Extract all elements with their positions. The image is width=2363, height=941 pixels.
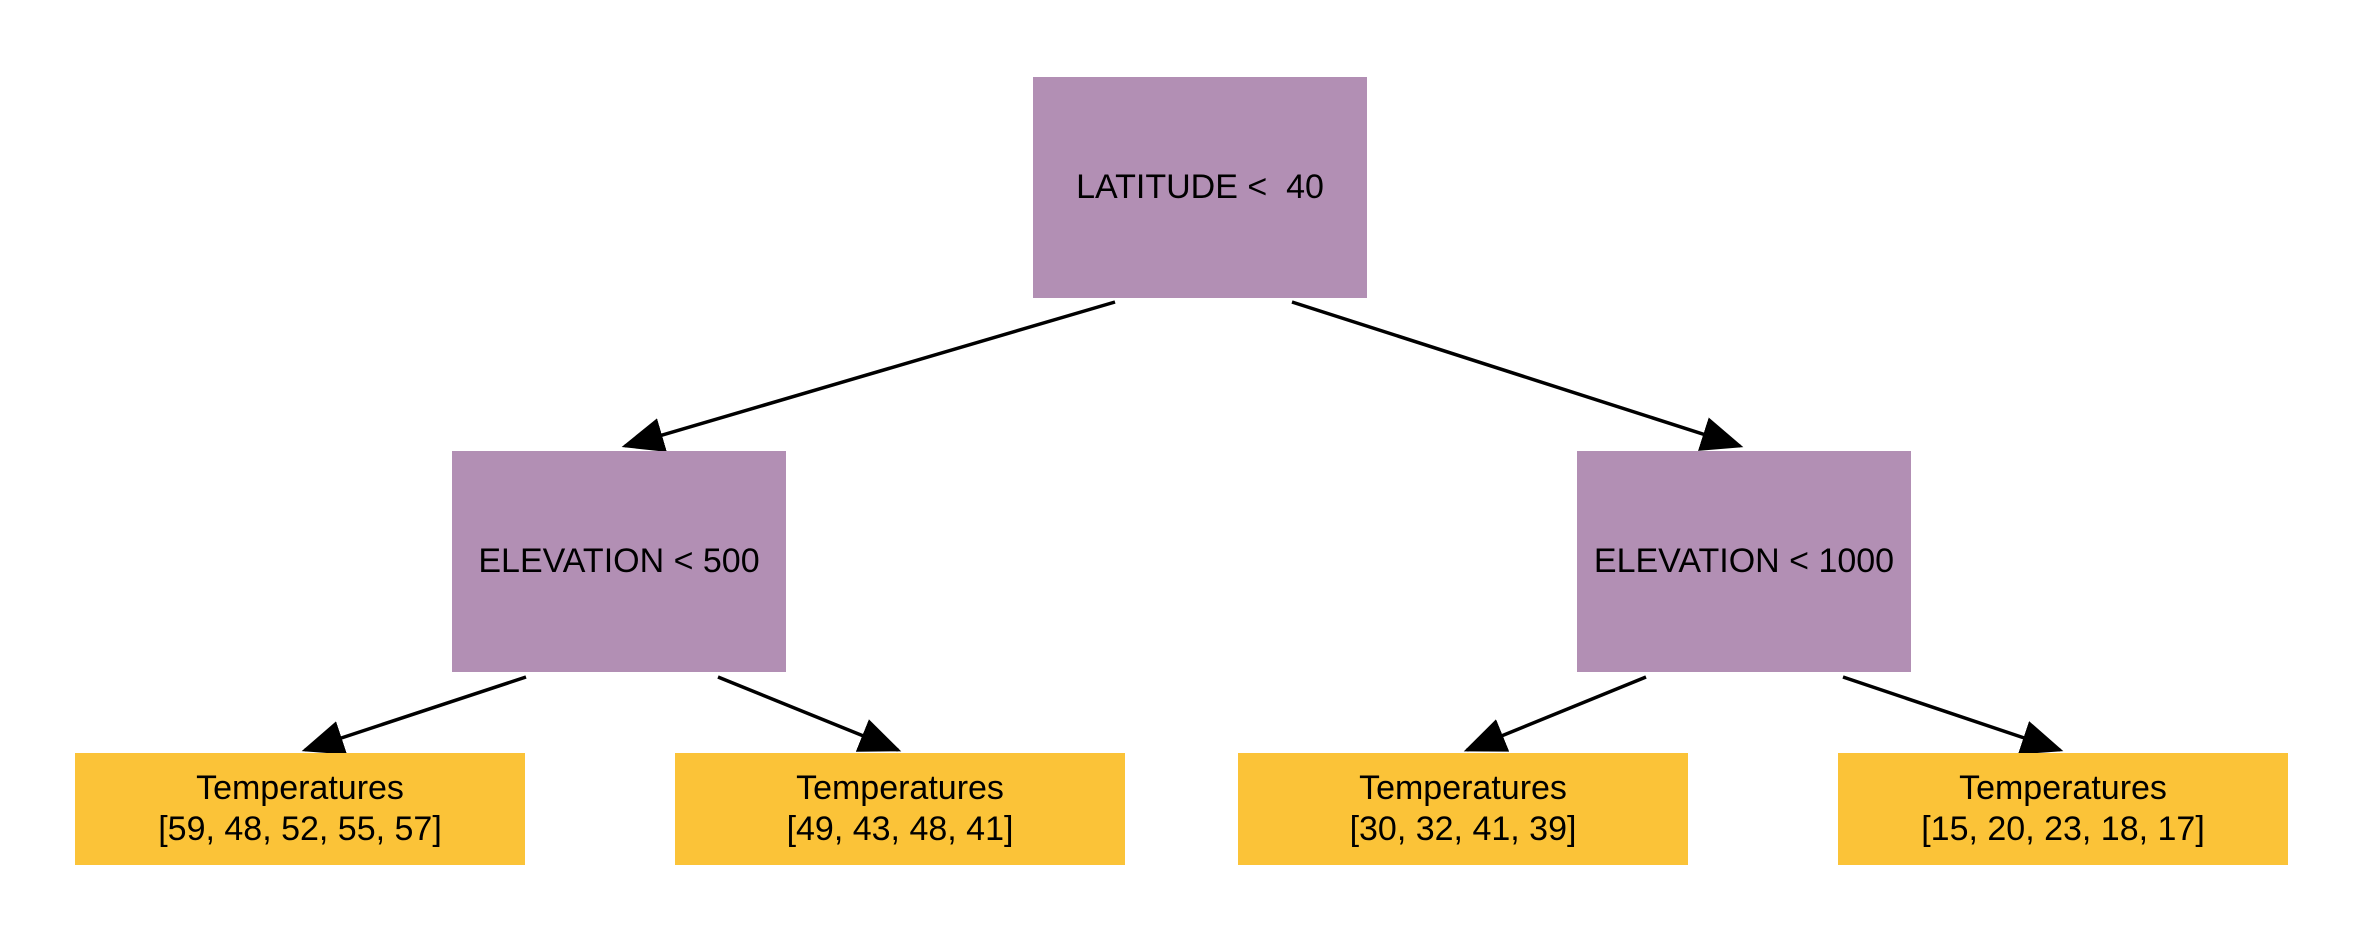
left-condition-label: ELEVATION < 500 [478,541,760,580]
leaf-title: Temperatures [796,768,1004,807]
root-decision-node: LATITUDE < 40 [1033,77,1367,298]
edge-root-to-right [1291,300,1744,451]
leaf-title: Temperatures [1959,768,2167,807]
edge-left-to-leaf-1 [301,675,527,755]
leaf-values: [59, 48, 52, 55, 57] [158,810,442,848]
leaf-node-1: Temperatures [59, 48, 52, 55, 57] [75,753,525,865]
edge-right-to-leaf-4 [1842,675,2064,755]
root-condition-label: LATITUDE < 40 [1076,167,1324,206]
right-decision-node: ELEVATION < 1000 [1577,451,1911,672]
edge-root-to-left [621,300,1116,452]
right-condition-label: ELEVATION < 1000 [1593,541,1895,580]
leaf-values: [30, 32, 41, 39] [1349,810,1577,848]
leaf-values: [49, 43, 48, 41] [786,810,1014,848]
leaf-node-3: Temperatures [30, 32, 41, 39] [1238,753,1688,865]
leaf-node-2: Temperatures [49, 43, 48, 41] [675,753,1125,865]
leaf-title: Temperatures [1359,768,1567,807]
edge-left-to-leaf-2 [717,675,902,752]
leaf-values: [15, 20, 23, 18, 17] [1921,810,2205,848]
leaf-node-4: Temperatures [15, 20, 23, 18, 17] [1838,753,2288,865]
leaf-title: Temperatures [196,768,404,807]
edge-right-to-leaf-3 [1463,675,1647,752]
left-decision-node: ELEVATION < 500 [452,451,786,672]
